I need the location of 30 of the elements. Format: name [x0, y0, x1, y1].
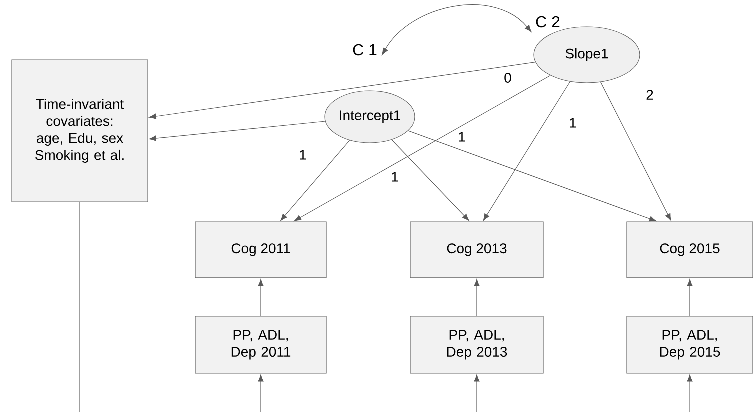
variable-box: PP, ADL, Dep 2013	[410, 316, 544, 374]
covariance-label: C 1	[353, 44, 377, 56]
variable-box: Cog 2011	[195, 222, 327, 278]
variable-box: PP, ADL, Dep 2015	[626, 316, 753, 374]
arrow	[600, 82, 672, 221]
arrow	[294, 75, 551, 222]
edge-label: 1	[570, 118, 576, 128]
arrow	[382, 4, 532, 56]
arrow	[149, 62, 536, 120]
variable-box: Time-invariant covariates: age, Edu, sex Smoking et al.	[12, 60, 148, 202]
arrow	[474, 279, 480, 316]
arrow	[408, 130, 657, 222]
arrow	[687, 374, 693, 412]
arrow	[149, 121, 326, 142]
variable-box: PP, ADL, Dep 2011	[195, 316, 327, 374]
arrow	[258, 374, 264, 412]
edge-label: 1	[300, 150, 306, 160]
covariance-label: C 2	[536, 16, 560, 28]
edge-label: 2	[646, 90, 654, 100]
arrow	[258, 279, 264, 316]
arrow	[687, 279, 693, 316]
edge-label: 0	[504, 73, 512, 83]
arrow	[474, 374, 480, 412]
arrow	[483, 82, 571, 221]
arrow	[280, 140, 350, 222]
variable-box: Cog 2015	[626, 222, 753, 278]
edge-label: 1	[459, 132, 466, 142]
variable-box: Cog 2013	[410, 222, 544, 278]
arrow	[392, 140, 470, 222]
edge-label: 1	[392, 172, 398, 182]
